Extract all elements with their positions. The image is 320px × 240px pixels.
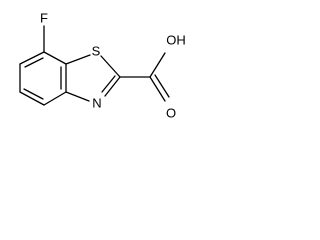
hydroxyl-group: OH (166, 33, 186, 48)
bond-c-o-1 (149, 76, 166, 102)
bond-c4-c5 (19, 91, 45, 106)
carboxylic-acid-group (119, 52, 170, 102)
bond-c-o-2 (154, 74, 170, 98)
bond-c3a-c4 (43, 91, 67, 106)
bond-c2-n-double (101, 75, 116, 93)
bond-s-c2 (100, 55, 121, 78)
bond-n-c3a (65, 91, 90, 102)
carbonyl-oxygen-atom: O (166, 106, 176, 121)
bond-c7a-s (65, 54, 91, 65)
bond-c7-c7a (43, 51, 67, 65)
thiazole-ring (65, 54, 121, 102)
benzene-ring (19, 51, 67, 106)
bond-c6-c7-inner (24, 57, 44, 68)
bond-c6-c7 (19, 51, 45, 65)
bond-c4-c5-inner (23, 88, 44, 100)
chemical-structure: F S N OH O (19, 11, 186, 121)
bond-c2-n (104, 76, 121, 97)
nitrogen-atom: N (92, 96, 101, 111)
bond-c-oh (149, 52, 166, 78)
fluorine-atom: F (40, 11, 48, 26)
sulfur-atom: S (92, 44, 101, 59)
